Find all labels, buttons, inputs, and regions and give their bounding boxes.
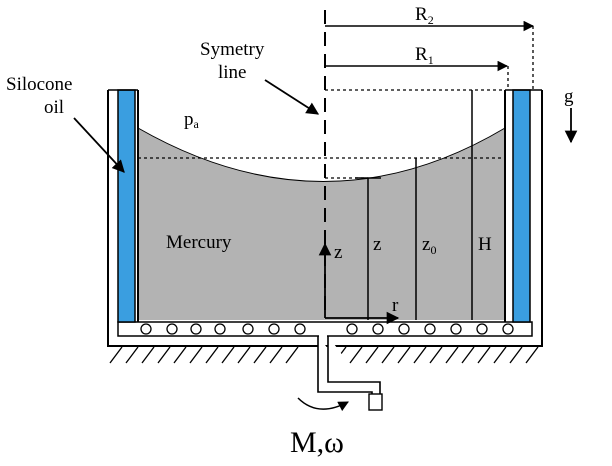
- base-plate: [117, 321, 533, 337]
- hatch-stroke: [413, 346, 427, 364]
- oil-pointer-arrow: [73, 117, 125, 173]
- hatch-stroke: [237, 346, 251, 364]
- ground-hatch: [109, 346, 539, 364]
- mercury-label: Mercury: [166, 232, 232, 253]
- hatch-stroke: [477, 346, 491, 364]
- hatch-stroke: [205, 346, 219, 364]
- hatch-stroke: [429, 346, 443, 364]
- hatch-stroke: [109, 346, 123, 364]
- hatch-stroke: [445, 346, 459, 364]
- hatch-stroke: [221, 346, 235, 364]
- torque-arrow: [297, 397, 349, 412]
- height-H-label: H: [478, 234, 492, 255]
- hatch-stroke: [189, 346, 203, 364]
- mercury-body: [138, 128, 505, 320]
- symmetry-pointer-arrow: [264, 79, 320, 115]
- bearing-ball: [502, 323, 514, 335]
- ambient-pressure-label: pa: [184, 109, 200, 131]
- hatch-stroke: [125, 346, 139, 364]
- hatch-stroke: [509, 346, 523, 364]
- free-surface-curve: [137, 127, 506, 182]
- hatch-stroke: [173, 346, 187, 364]
- bearing-ball: [166, 323, 178, 335]
- bearing-ball: [346, 323, 358, 335]
- symmetry-label-1: Symetry: [200, 39, 265, 60]
- radius-outer-label: R2: [415, 4, 434, 27]
- r-axis-label: r: [392, 295, 399, 316]
- bearing-ball: [372, 323, 384, 335]
- hatch-stroke: [461, 346, 475, 364]
- bearing-ball: [294, 323, 306, 335]
- hatch-stroke: [141, 346, 155, 364]
- radius-inner-label: R1: [415, 44, 434, 67]
- bearing-ball: [140, 323, 152, 335]
- bearing-ball: [214, 323, 226, 335]
- hatch-stroke: [269, 346, 283, 364]
- bearing-ball: [268, 323, 280, 335]
- height-z-label: z: [373, 234, 381, 255]
- silicone-oil-label-1: Silocone: [6, 74, 73, 95]
- bearing-ball: [190, 323, 202, 335]
- z-axis-label: z: [334, 242, 342, 263]
- shaft-gap: [319, 335, 327, 338]
- bearing-ball: [242, 323, 254, 335]
- hatch-stroke: [253, 346, 267, 364]
- shaft-coupling: [368, 393, 383, 411]
- hatch-stroke: [157, 346, 171, 364]
- hatch-stroke: [365, 346, 379, 364]
- hatch-stroke: [493, 346, 507, 364]
- silicone-oil-right: [512, 89, 531, 323]
- hatch-stroke: [349, 346, 363, 364]
- silicone-oil-left: [117, 89, 136, 323]
- hatch-stroke: [285, 346, 299, 364]
- hatch-stroke: [397, 346, 411, 364]
- gravity-label: g: [564, 86, 574, 107]
- bearing-balls: [140, 323, 514, 335]
- height-z0-label: z0: [422, 234, 436, 257]
- bearing-ball: [450, 323, 462, 335]
- symmetry-label-2: line: [218, 62, 247, 83]
- drive-label: M,ω: [290, 426, 344, 459]
- bearing-ball: [476, 323, 488, 335]
- hatch-stroke: [525, 346, 539, 364]
- bearing-ball: [398, 323, 410, 335]
- silicone-oil-label-2: oil: [44, 97, 64, 118]
- bearing-ball: [424, 323, 436, 335]
- hatch-stroke: [381, 346, 395, 364]
